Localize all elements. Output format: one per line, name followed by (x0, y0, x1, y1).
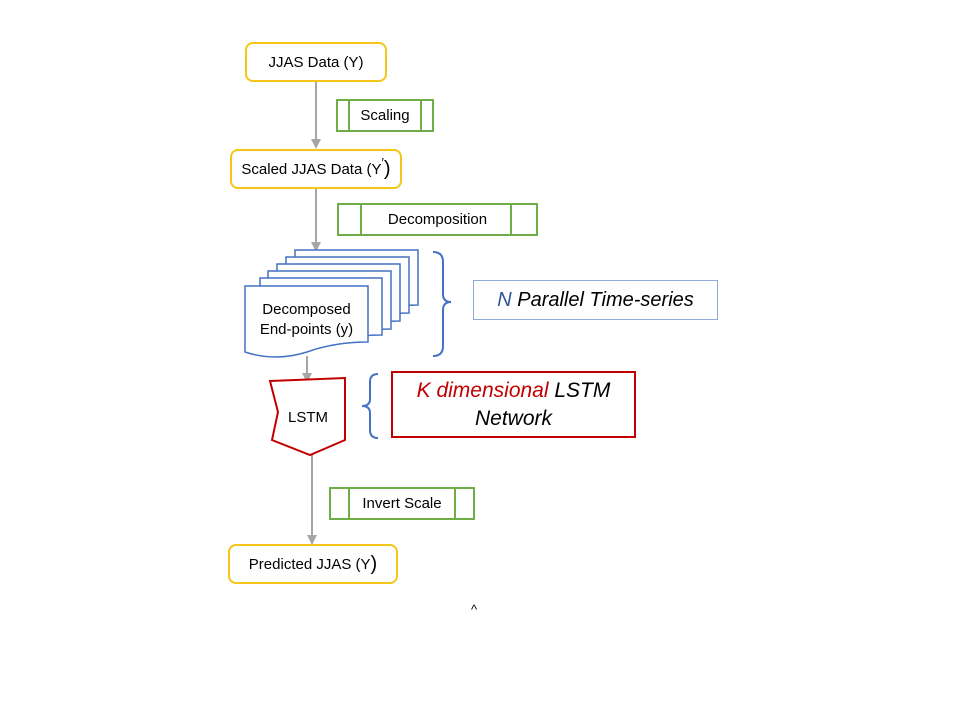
step-divider (348, 489, 350, 518)
step-divider (360, 205, 362, 234)
parallel-note: N Parallel Time-series (473, 280, 718, 320)
document-stack (244, 249, 419, 358)
lstm-note: K dimensional LSTM Network (391, 371, 636, 438)
predicted-node-close: ) (370, 552, 378, 575)
input-node-label: JJAS Data (Y) (268, 53, 364, 71)
scaled-node-close: ) (383, 157, 391, 180)
document-front (244, 285, 369, 358)
scaling-step (336, 99, 434, 132)
invert-scale-step (329, 487, 475, 520)
brace-lstm (361, 373, 379, 439)
lstm-note-text-1: LSTM (554, 378, 611, 402)
lstm-note-accent: K dimensional (416, 378, 549, 402)
brace-parallel (432, 251, 452, 357)
predicted-node-label: Predicted JJAS (Y) (228, 544, 398, 584)
scaled-node-prime: ′ (381, 154, 384, 170)
lstm-node-label: LSTM (287, 408, 328, 426)
scaled-node-label: Scaled JJAS Data (Y′) (230, 149, 402, 189)
lstm-note-line-2: Network (474, 406, 553, 430)
decomposition-label: Decomposition (387, 211, 488, 228)
lstm-note-line-1: K dimensional LSTM (417, 377, 611, 405)
invert-scale-label: Invert Scale (362, 495, 442, 512)
scaled-node (230, 149, 402, 189)
parallel-note-text: Parallel Time-series (517, 288, 694, 311)
parallel-note-accent: N (497, 288, 512, 311)
decomposition-step (337, 203, 538, 236)
step-divider (510, 205, 512, 234)
decomposed-node-label: Decomposed End-points (y) (245, 298, 368, 342)
predicted-node (228, 544, 398, 584)
step-divider (454, 489, 456, 518)
decomposed-line-1: Decomposed (262, 301, 351, 318)
input-node (245, 42, 387, 82)
step-divider (420, 101, 422, 130)
decomposed-line-2: End-points (y) (259, 321, 354, 338)
step-divider (348, 101, 350, 130)
lstm-shape (268, 376, 346, 457)
scaled-node-text: Scaled JJAS Data (Y (241, 160, 382, 178)
scaling-label: Scaling (360, 107, 410, 124)
caret-mark: ^ (470, 601, 478, 617)
predicted-node-text: Predicted JJAS (Y (248, 555, 371, 573)
